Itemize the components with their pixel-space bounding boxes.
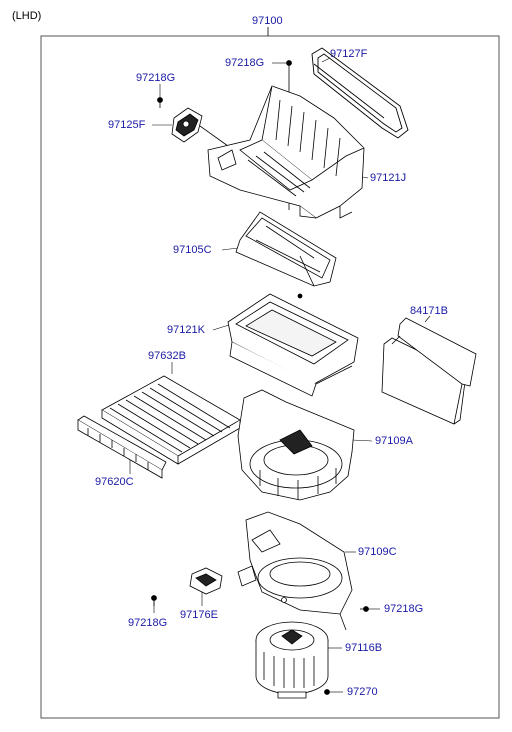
callout-97116b[interactable]: 97116B — [345, 642, 383, 654]
screw-97270 — [324, 689, 330, 695]
screw-97218g-bottom-right — [360, 606, 369, 612]
upper-case-97121j — [207, 85, 365, 219]
screw-97218g-top-left — [157, 97, 163, 108]
callout-97127f[interactable]: 97127F — [330, 48, 368, 60]
lower-case-97109c — [237, 511, 353, 631]
callout-97125f[interactable]: 97125F — [108, 119, 146, 131]
callout-97218g-bottom-left[interactable]: 97218G — [128, 617, 168, 629]
callout-97109a[interactable]: 97109A — [375, 435, 413, 447]
screw-97218g-bottom-left — [151, 595, 157, 606]
blower-motor-97116b — [255, 621, 329, 699]
resistor-97176e — [189, 567, 223, 595]
filter-frame-97620c — [77, 415, 167, 479]
assembly-part-number[interactable]: 97100 — [252, 15, 283, 27]
callout-97218g-top-left[interactable]: 97218G — [136, 72, 176, 84]
callout-97109c[interactable]: 97109C — [358, 546, 397, 558]
callout-97121j[interactable]: 97121J — [370, 172, 407, 184]
actuator-97125f — [171, 107, 229, 147]
callout-97176e[interactable]: 97176E — [180, 609, 218, 621]
seal-97127f — [311, 47, 409, 139]
callout-97632b[interactable]: 97632B — [148, 350, 186, 362]
door-97105c — [235, 211, 337, 287]
callout-97620c[interactable]: 97620C — [95, 476, 134, 488]
housing-97109a — [237, 389, 355, 501]
callout-97121k[interactable]: 97121K — [167, 324, 205, 336]
filter-cover-84171b — [381, 317, 477, 425]
callout-97218g-bottom-right[interactable]: 97218G — [384, 603, 424, 615]
variant-label: (LHD) — [12, 10, 42, 22]
case-97121k — [227, 293, 359, 397]
filter-97632b — [101, 375, 241, 465]
assembly-frame — [40, 35, 500, 719]
callout-97105c[interactable]: 97105C — [173, 244, 212, 256]
callout-97270[interactable]: 97270 — [347, 686, 378, 698]
callout-97218g-top-mid[interactable]: 97218G — [225, 57, 265, 69]
callout-84171b[interactable]: 84171B — [410, 305, 448, 317]
